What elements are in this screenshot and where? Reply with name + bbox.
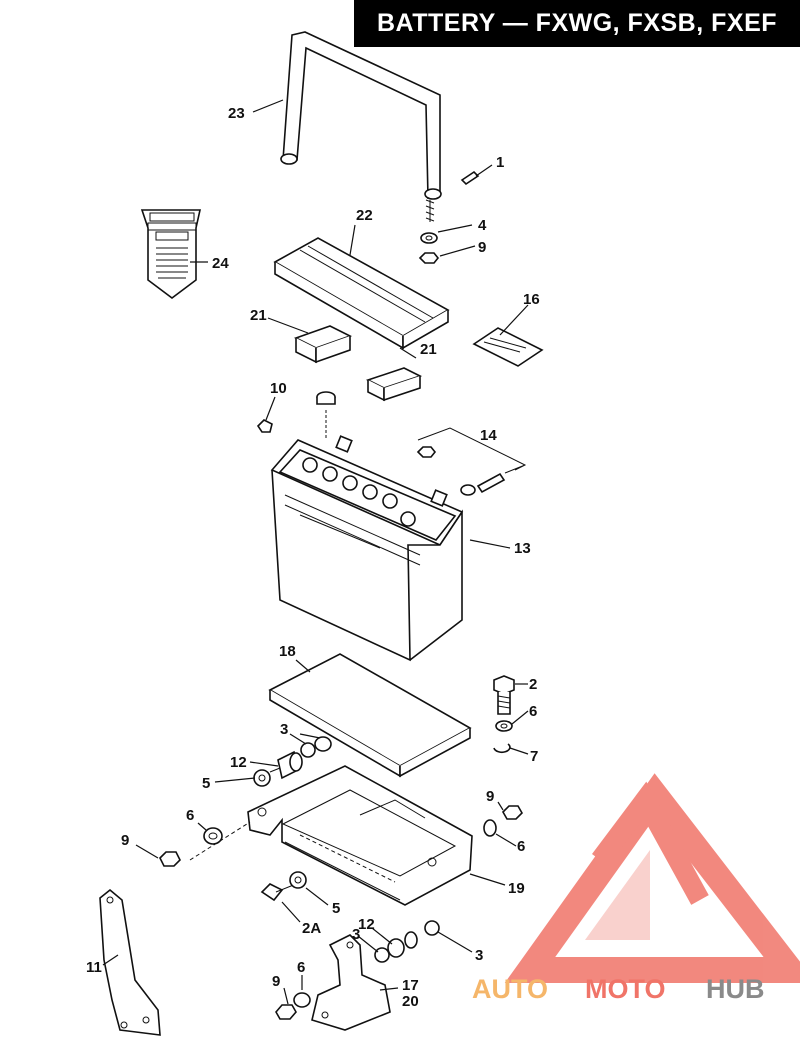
washer-5-lower xyxy=(289,871,307,889)
vent-cap xyxy=(316,391,336,440)
callout-10: 10 xyxy=(270,380,287,397)
callout-22: 22 xyxy=(356,207,373,224)
lockwasher-7 xyxy=(493,743,511,754)
callout-1: 1 xyxy=(496,154,504,171)
warning-label-24 xyxy=(140,209,201,299)
automotohub-watermark-logo xyxy=(504,773,800,983)
callout-24: 24 xyxy=(212,255,229,272)
decal-16 xyxy=(472,327,544,367)
leader-lines xyxy=(102,99,529,1005)
callout-6: 6 xyxy=(186,807,194,824)
callout-9: 9 xyxy=(478,239,486,256)
automotohub-watermark-text: AUTO MOTO HUB xyxy=(472,974,765,1004)
callout-labels: 23 1 4 9 22 24 21 21 16 10 14 13 18 2 6 … xyxy=(86,105,540,1010)
callout-3: 3 xyxy=(352,926,360,943)
washer-6-tray xyxy=(483,819,497,837)
callout-17: 17 xyxy=(402,977,419,994)
callout-3: 3 xyxy=(475,947,483,964)
bracket-17-20 xyxy=(311,934,391,1031)
battery-mat-18 xyxy=(268,653,472,778)
nut-9-top xyxy=(418,252,440,264)
callout-2a: 2A xyxy=(302,920,321,937)
foam-pad-21-left xyxy=(293,325,353,364)
washer-4 xyxy=(420,232,438,244)
callout-9: 9 xyxy=(121,832,129,849)
callout-21: 21 xyxy=(420,341,437,358)
callout-23: 23 xyxy=(228,105,245,122)
washer-5-upper xyxy=(253,769,271,787)
bolt-2 xyxy=(493,675,515,715)
watermark-moto: MOTO xyxy=(585,974,666,1004)
washer-6-bottom xyxy=(293,992,311,1008)
callout-9: 9 xyxy=(272,973,280,990)
page-title: BATTERY — FXWG, FXSB, FXEF xyxy=(354,0,800,47)
callout-12: 12 xyxy=(230,754,247,771)
callout-6: 6 xyxy=(529,703,537,720)
callout-6: 6 xyxy=(517,838,525,855)
nut-9-right xyxy=(502,805,523,820)
callout-21: 21 xyxy=(250,307,267,324)
callout-5: 5 xyxy=(202,775,210,792)
terminal-hardware-14 xyxy=(416,427,527,496)
washer-6-right xyxy=(495,720,513,732)
bolt-2a xyxy=(260,883,297,902)
nut-9-bottom xyxy=(275,1004,297,1020)
callout-4: 4 xyxy=(478,217,487,234)
callout-6: 6 xyxy=(297,959,305,976)
isolator-12-upper xyxy=(269,736,332,780)
callout-20: 20 xyxy=(402,993,419,1010)
callout-12: 12 xyxy=(358,916,375,933)
callout-9: 9 xyxy=(486,788,494,805)
washer-6-left xyxy=(203,827,223,845)
battery-strap-23 xyxy=(280,31,442,222)
nut-9-left xyxy=(159,851,181,867)
callout-2: 2 xyxy=(529,676,537,693)
callout-19: 19 xyxy=(508,880,525,897)
foam-pad-21-right xyxy=(365,367,423,402)
battery-cover-22 xyxy=(273,237,450,350)
isolator-12-lower xyxy=(374,920,440,963)
callout-3: 3 xyxy=(280,721,288,738)
callout-18: 18 xyxy=(279,643,296,660)
battery-13 xyxy=(270,435,464,662)
callout-5: 5 xyxy=(332,900,340,917)
watermark-hub: HUB xyxy=(706,974,765,1004)
callout-16: 16 xyxy=(523,291,540,308)
callout-11: 11 xyxy=(86,959,102,976)
watermark-auto: AUTO xyxy=(472,974,548,1004)
clip-10 xyxy=(256,419,273,433)
battery-tray-19 xyxy=(189,765,473,906)
callout-14: 14 xyxy=(480,427,497,444)
bracket-11 xyxy=(99,888,161,1036)
callout-13: 13 xyxy=(514,540,531,557)
callout-7: 7 xyxy=(530,748,538,765)
pin-1 xyxy=(460,170,480,186)
